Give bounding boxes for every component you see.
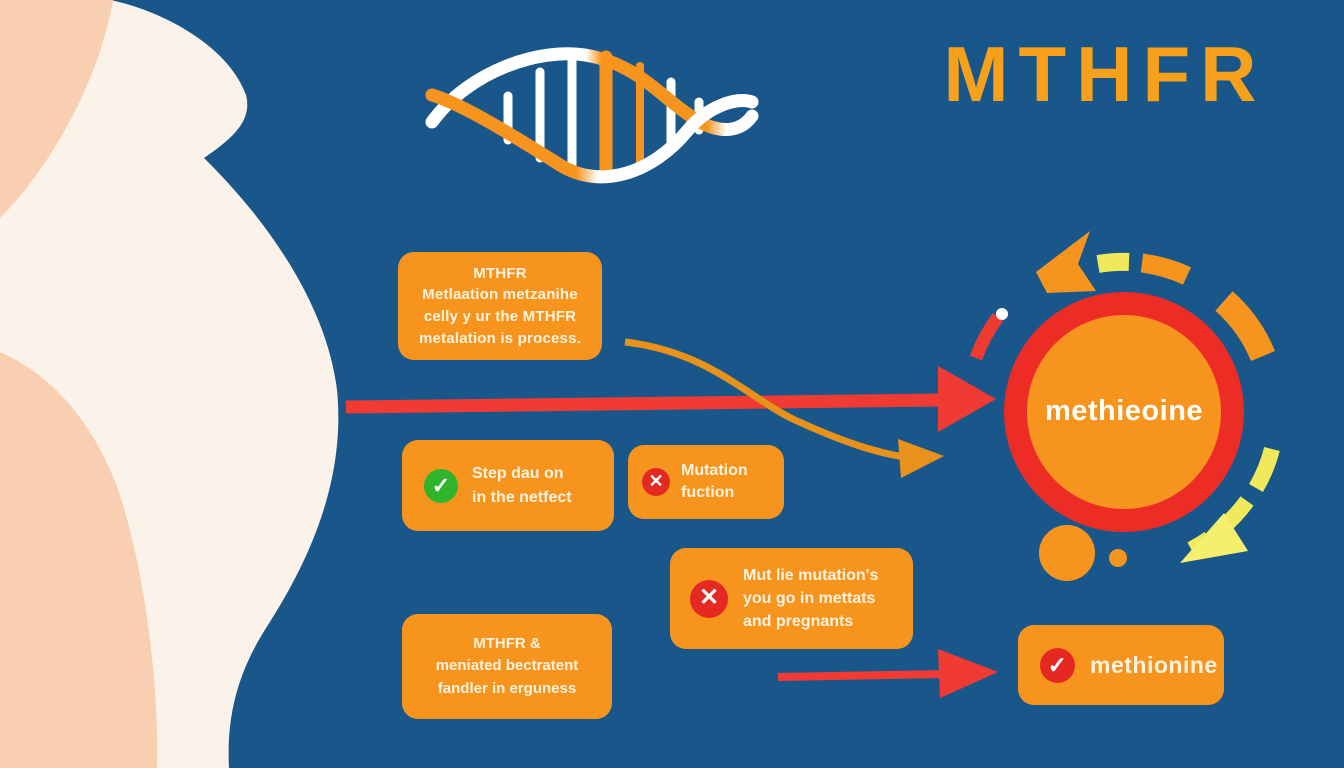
pregnant-silhouette [0, 0, 339, 768]
check-icon: ✓ [1040, 647, 1075, 683]
dna-icon [425, 47, 759, 184]
methionine-label: methionine [1090, 651, 1218, 678]
mthfr-info-box: MTHFR Metlaation metzanihe celly y ur th… [398, 252, 602, 360]
mutation-detail-text: Mut lie mutation's you go in mettats and… [743, 564, 878, 634]
bottom-red-arrow [777, 649, 998, 698]
white-dot [996, 308, 1008, 320]
satellite-circle-large [1039, 525, 1095, 581]
cycle-arrowhead-bottom [1180, 513, 1248, 563]
cycle-circle [1004, 292, 1244, 532]
cycle-arrow-icon [969, 231, 1280, 581]
related-line: fandler in erguness [437, 679, 577, 697]
orange-curve-arrow [624, 338, 944, 478]
methionine-box: ✓ methionine [1018, 625, 1224, 705]
info-line: metalation is process. [419, 329, 581, 347]
cross-icon: ✕ [690, 579, 728, 618]
mutation-line: Mutation [681, 461, 748, 479]
mthfr-related-box: MTHFR & meniated bectratent fandler in e… [402, 614, 612, 719]
dna-strand-bottom [425, 88, 759, 184]
info-line: celly y ur the MTHFR [423, 308, 577, 325]
mutation-detail-line: and pregnants [743, 613, 854, 631]
check-icon: ✓ [424, 468, 458, 503]
step-line: Step dau on [472, 464, 564, 482]
cycle-arrowhead-top [1036, 231, 1096, 293]
silhouette-arm [0, 0, 113, 218]
info-line: MTHFR [473, 264, 527, 282]
related-line: meniated bectratent [435, 657, 579, 675]
step-text: Step dau on in the netfect [472, 462, 572, 510]
mutation-detail-line: you go in mettats [743, 589, 876, 607]
dna-strand-top [425, 47, 759, 136]
mutation-detail-box: ✕ Mut lie mutation's you go in mettats a… [670, 548, 913, 649]
step-box: ✓ Step dau on in the netfect [402, 440, 614, 531]
page-title: MTHFR [943, 30, 1267, 118]
cross-icon: ✕ [642, 468, 670, 496]
silhouette-thigh [0, 352, 158, 768]
mutation-line: fuction [681, 484, 735, 501]
mthfr-related-text: MTHFR & meniated bectratent fandler in e… [436, 633, 579, 701]
step-line: in the netfect [472, 488, 572, 506]
mutation-text: Mutation fuction [681, 460, 748, 505]
mthfr-info-text: MTHFR Metlaation metzanihe celly y ur th… [419, 263, 581, 349]
satellite-circle-small [1109, 549, 1127, 567]
mutation-detail-line: Mut lie mutation's [743, 566, 879, 584]
main-red-arrow [345, 366, 996, 432]
info-line: Metlaation metzanihe [422, 286, 578, 304]
mutation-box: ✕ Mutation fuction [628, 445, 784, 519]
cycle-inner [1027, 315, 1221, 509]
cycle-label: methieoine [1044, 395, 1204, 427]
related-line: MTHFR & [473, 634, 541, 652]
